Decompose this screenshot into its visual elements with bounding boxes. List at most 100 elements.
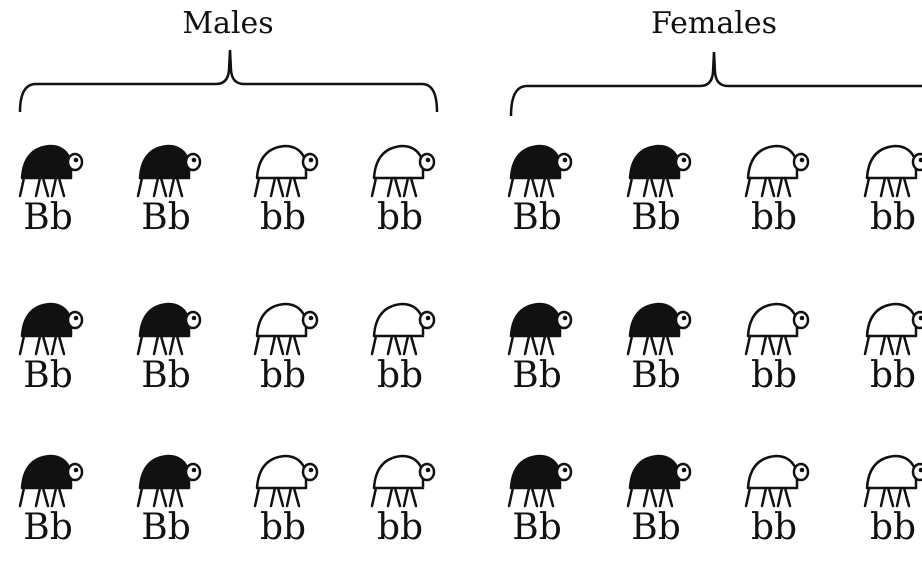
- genotype-label: bb: [376, 507, 424, 548]
- beetle-body: [628, 302, 681, 338]
- beetle-leg: [895, 176, 903, 198]
- dark-beetle-icon: [507, 302, 573, 356]
- beetle-leg: [175, 334, 184, 356]
- beetle-body: [255, 454, 308, 490]
- beetle-leg: [760, 176, 768, 198]
- beetle-leg: [292, 486, 301, 508]
- beetle-eye: [799, 467, 805, 473]
- beetle-leg: [386, 334, 394, 356]
- beetle-leg: [665, 176, 674, 198]
- beetle-leg: [370, 334, 378, 356]
- beetle-eye: [918, 467, 922, 473]
- light-beetle-icon: [370, 302, 436, 356]
- beetle-head: [911, 462, 922, 482]
- beetle-leg: [744, 486, 752, 508]
- dark-beetle-icon: [626, 302, 692, 356]
- beetle-leg: [879, 176, 887, 198]
- beetle-leg: [393, 176, 402, 198]
- beetle-leg: [152, 334, 160, 356]
- females-title: Females: [650, 6, 778, 41]
- beetle-leg: [776, 486, 784, 508]
- beetle-leg: [276, 334, 285, 356]
- dark-beetle-icon: [626, 144, 692, 198]
- light-beetle-icon: [253, 144, 319, 198]
- beetle-leg: [136, 334, 144, 356]
- beetle-leg: [57, 486, 66, 508]
- beetle-leg: [658, 334, 666, 356]
- beetle-leg: [159, 176, 168, 198]
- beetle-leg: [276, 176, 285, 198]
- beetle-body: [746, 454, 799, 490]
- beetle-leg: [386, 486, 394, 508]
- beetle-leg: [41, 486, 50, 508]
- beetle-eye: [308, 467, 314, 473]
- beetle-leg: [34, 486, 42, 508]
- beetle-leg: [902, 176, 911, 198]
- beetle-leg: [41, 334, 50, 356]
- beetle-leg: [523, 176, 531, 198]
- genotype-label: bb: [750, 507, 798, 548]
- genotype-label: bb: [750, 197, 798, 238]
- beetle-leg: [626, 176, 634, 198]
- beetle-eye: [191, 315, 197, 321]
- beetle-leg: [539, 334, 547, 356]
- beetle-leg: [783, 176, 792, 198]
- genotype-label: bb: [750, 355, 798, 396]
- beetle-eye: [681, 315, 687, 321]
- beetle-leg: [760, 334, 768, 356]
- beetle-body: [628, 144, 681, 180]
- beetle-leg: [649, 486, 658, 508]
- beetle-leg: [285, 176, 293, 198]
- beetle-leg: [658, 176, 666, 198]
- beetle-body: [509, 454, 562, 490]
- beetle-leg: [253, 176, 261, 198]
- beetle-leg: [626, 486, 634, 508]
- beetle-leg: [269, 334, 277, 356]
- genotype-label: bb: [259, 197, 307, 238]
- beetle-leg: [546, 486, 555, 508]
- beetle-leg: [539, 486, 547, 508]
- beetle-leg: [507, 334, 515, 356]
- beetle-leg: [530, 176, 539, 198]
- beetle-leg: [402, 486, 410, 508]
- dark-beetle-icon: [136, 302, 202, 356]
- beetle-leg: [658, 486, 666, 508]
- beetle-eye: [191, 467, 197, 473]
- beetle-eye: [562, 467, 568, 473]
- beetle-eye: [73, 467, 79, 473]
- beetle-body: [20, 144, 73, 180]
- beetle-leg: [276, 486, 285, 508]
- beetle-leg: [57, 334, 66, 356]
- beetle-leg: [546, 176, 555, 198]
- beetle-leg: [744, 334, 752, 356]
- beetle-body: [138, 454, 191, 490]
- genotype-label: Bb: [631, 507, 681, 548]
- beetle-leg: [292, 176, 301, 198]
- genotype-label: Bb: [23, 197, 73, 238]
- beetle-body: [746, 144, 799, 180]
- beetle-leg: [767, 334, 776, 356]
- genotype-label: Bb: [512, 507, 562, 548]
- beetle-leg: [152, 176, 160, 198]
- beetle-eye: [799, 315, 805, 321]
- beetle-leg: [402, 334, 410, 356]
- light-beetle-icon: [863, 302, 922, 356]
- beetle-eye: [308, 315, 314, 321]
- beetle-leg: [665, 334, 674, 356]
- beetle-body: [255, 144, 308, 180]
- males-title: Males: [182, 6, 274, 41]
- beetle-leg: [649, 176, 658, 198]
- beetle-leg: [409, 334, 418, 356]
- beetle-leg: [863, 486, 871, 508]
- beetle-leg: [253, 334, 261, 356]
- beetle-leg: [41, 176, 50, 198]
- beetle-leg: [269, 486, 277, 508]
- genotype-label: bb: [376, 355, 424, 396]
- beetle-leg: [168, 176, 176, 198]
- beetle-eye: [562, 315, 568, 321]
- genotype-label: Bb: [141, 355, 191, 396]
- beetle-leg: [402, 176, 410, 198]
- genotype-label: Bb: [631, 197, 681, 238]
